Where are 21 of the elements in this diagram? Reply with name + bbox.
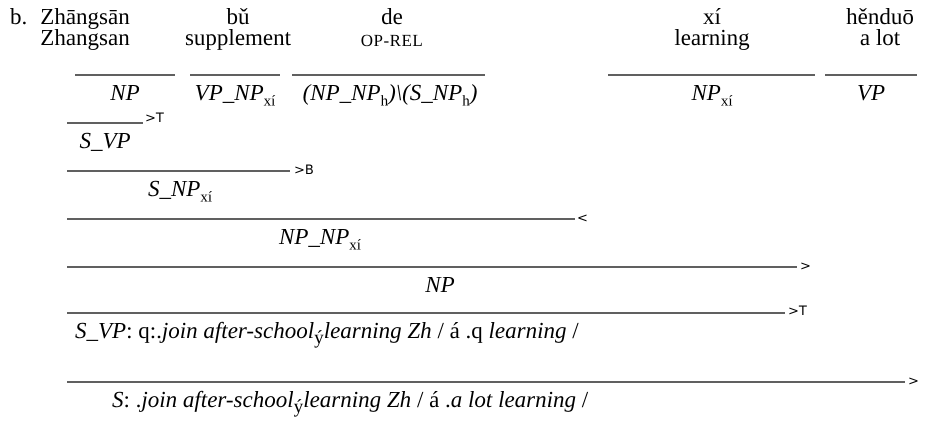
example-number: b.	[10, 4, 28, 30]
semantic-formula: S_VP: q:.join after-school$_{ý}$learning Zh / á .q learning /	[75, 318, 579, 351]
category-label: NP$_{xí}$	[691, 80, 733, 112]
category-label: VP	[856, 80, 886, 106]
category-label: S_VP	[79, 128, 131, 154]
rule-label: >	[800, 260, 811, 274]
rule-label: >B	[294, 164, 314, 178]
category-label: VP_NP$_{xí}$	[194, 80, 276, 112]
category-label: NP	[110, 80, 140, 106]
pinyin-word: de	[381, 4, 403, 30]
rule-label: >	[908, 375, 919, 389]
rule-label: >T	[145, 112, 164, 126]
category-label: S_NP$_{xí}$	[148, 176, 212, 208]
category-label: NP	[425, 272, 455, 298]
pinyin-word: Zhāngsān	[40, 4, 130, 29]
category-label: NP_NP$_{xí}$	[279, 224, 361, 256]
gloss-word: OP-REL	[360, 30, 424, 52]
semantic-formula: S: .join after-school$_{ý}$learning Zh / á .a lot learning /	[112, 387, 588, 420]
rule-label: <	[577, 212, 588, 226]
rule-label: >T	[788, 305, 807, 319]
category-label: (NP_NP$_{h}$)\(S_NP$_{h}$)	[302, 80, 478, 112]
